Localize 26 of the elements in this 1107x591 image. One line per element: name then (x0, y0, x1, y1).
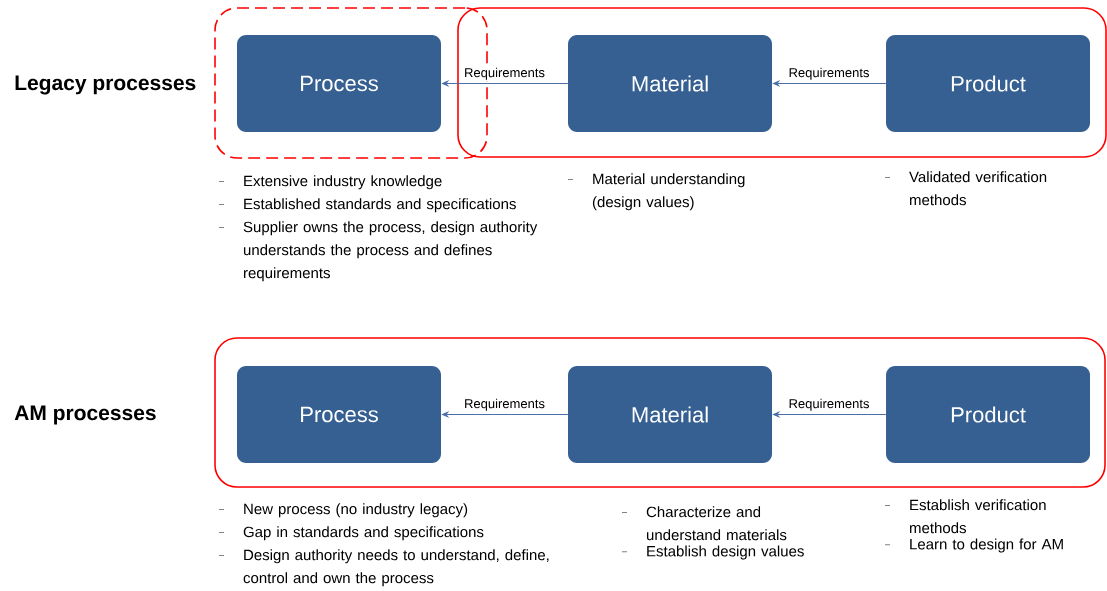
process-box: Process (237, 366, 441, 463)
bullet-text: Extensive industry knowledge (244, 175, 442, 190)
row-label: AM processes (14, 405, 156, 425)
process-box: Product (886, 35, 1090, 132)
bullet-text: Gap in standards and specifications (243, 526, 484, 541)
bullet-text: Supplier owns the process, design authority understands the process and defines requirements (243, 221, 538, 282)
bullet-text: New process (no industry legacy) (244, 503, 468, 518)
edge-label: Requirements (789, 398, 869, 411)
edge-label: Requirements (465, 67, 545, 80)
group-frame (457, 7, 1107, 158)
process-box: Product (886, 366, 1090, 463)
group-frame (214, 337, 1106, 488)
bullet-text: Design authority needs to understand, define, control and own the process (243, 549, 549, 587)
bullet-text: Established standards and specifications (244, 198, 516, 213)
process-box: Material (568, 366, 772, 463)
bullet-text: Establish verification methods (910, 499, 1046, 534)
edge-label: Requirements (465, 398, 545, 411)
process-box: Material (568, 35, 772, 132)
edge-label: Requirements (789, 67, 869, 80)
bullet-text: Learn to design for AM (910, 538, 1063, 553)
bullet-text: Material understanding (design values) (592, 173, 745, 211)
bullet-text: Establish design values (647, 545, 804, 560)
bullet-text: Validated verification methods (909, 171, 1047, 206)
row-label: Legacy processes (15, 75, 196, 95)
process-box: Process (237, 35, 441, 132)
bullet-text: Characterize and understand materials (646, 506, 787, 541)
